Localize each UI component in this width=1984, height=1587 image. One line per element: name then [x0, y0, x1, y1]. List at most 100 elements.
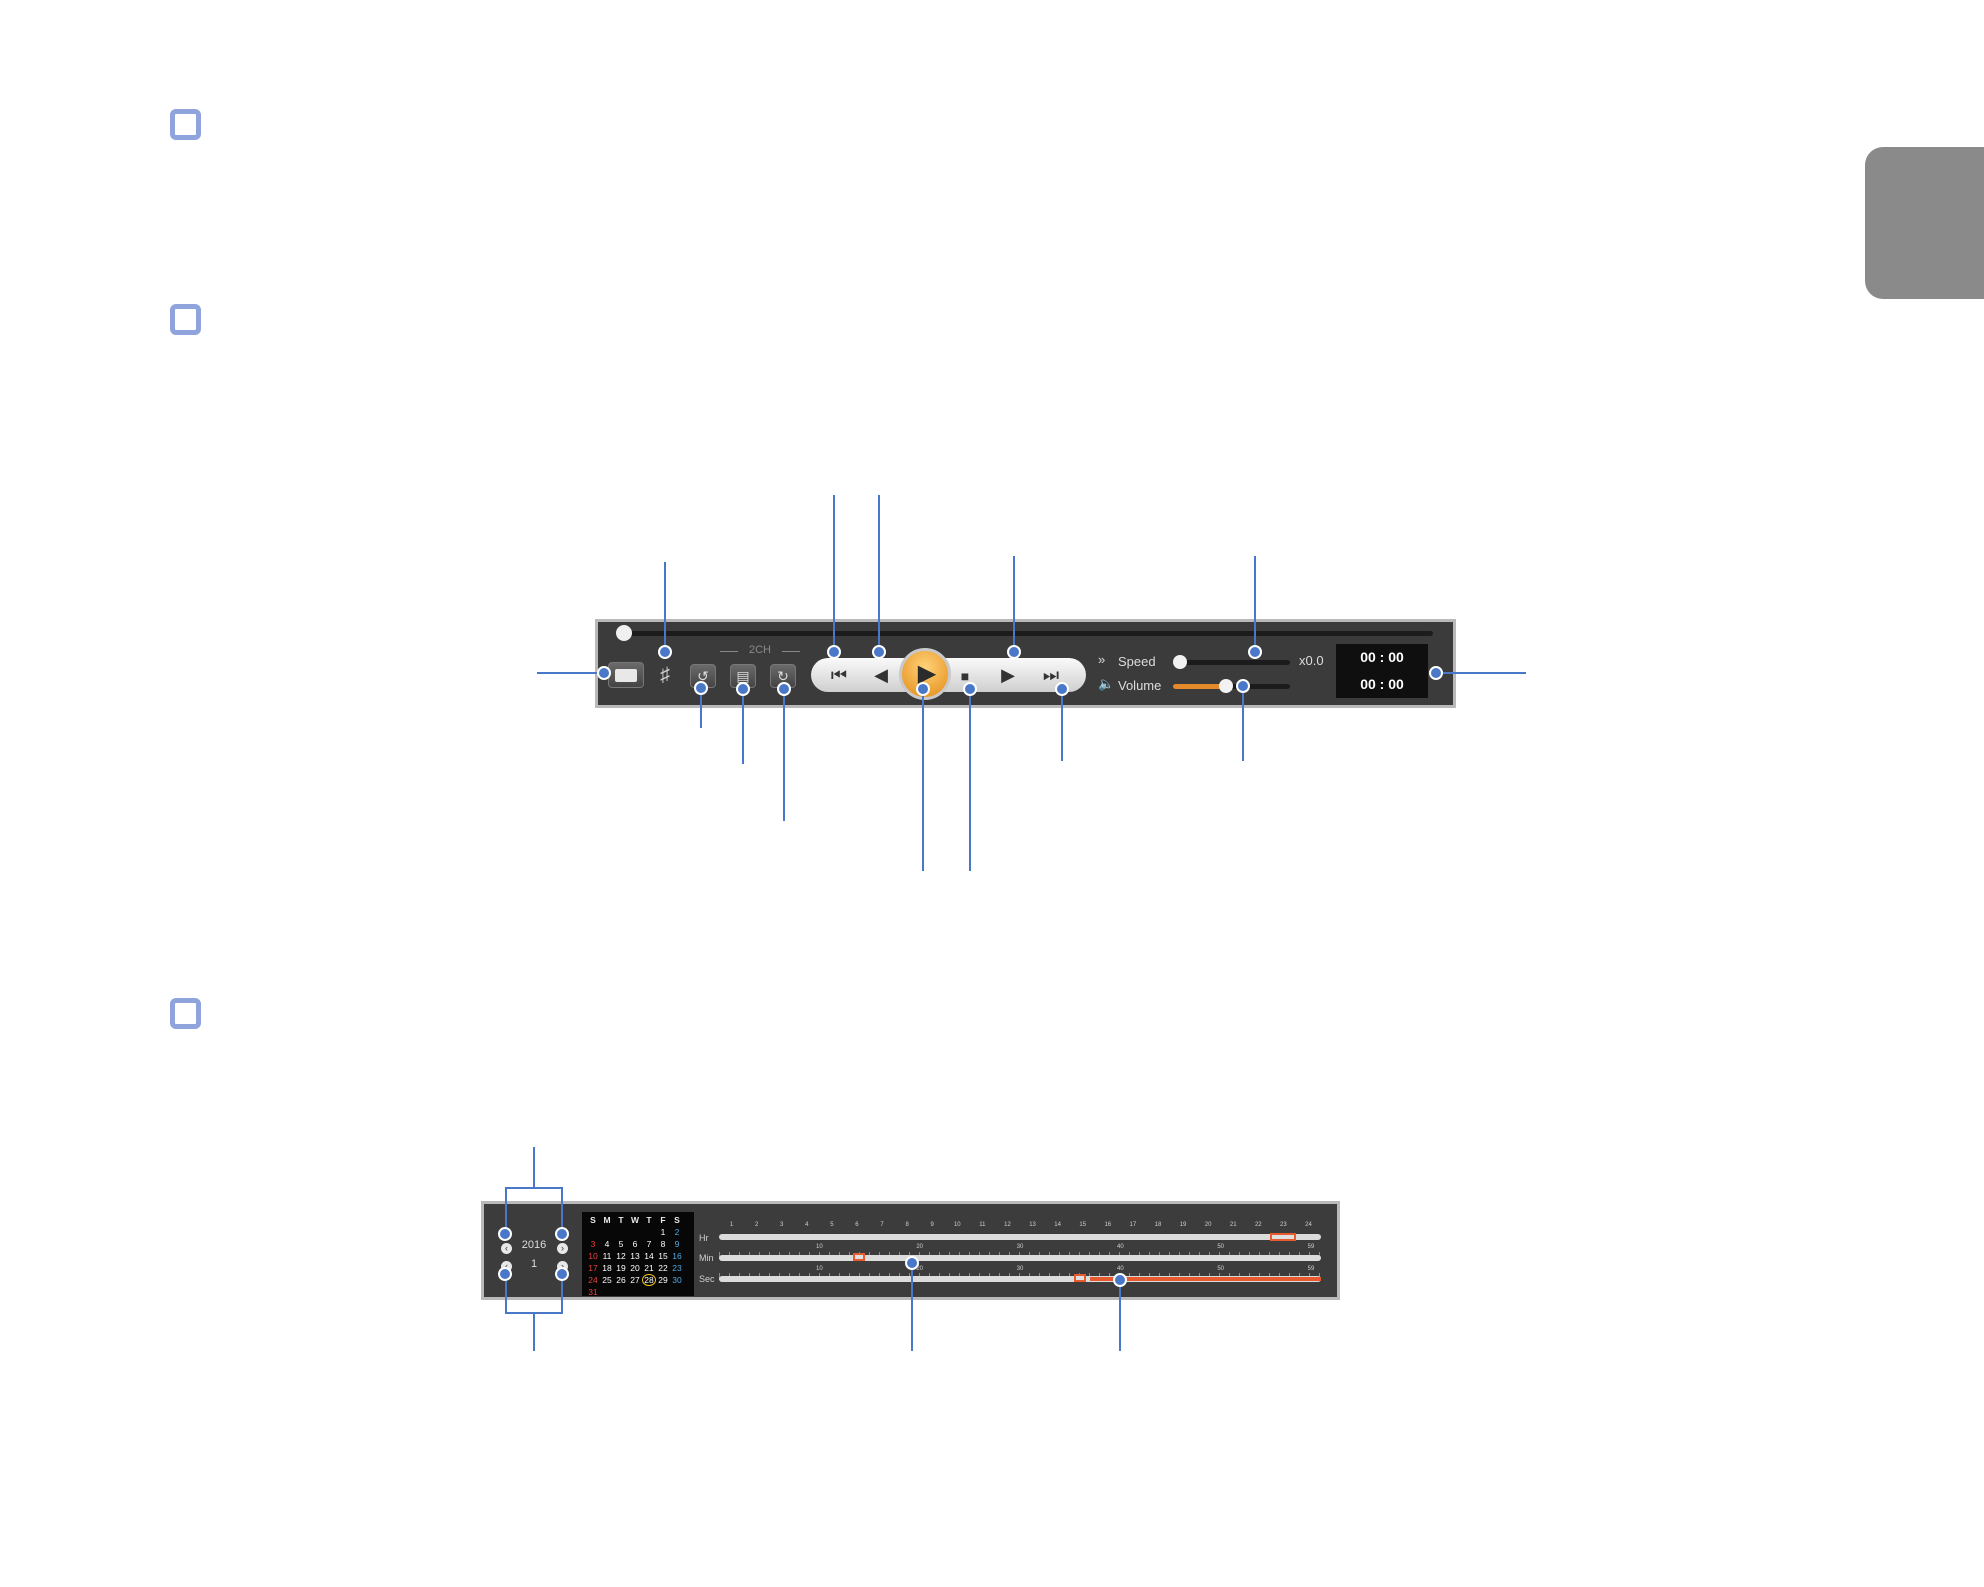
calendar-day[interactable]: 19 [616, 1263, 626, 1273]
minute-marker[interactable] [853, 1253, 866, 1261]
calendar-week: 1 2 [586, 1226, 684, 1238]
calendar-day[interactable]: 4 [604, 1239, 610, 1249]
calendar-day[interactable] [642, 1226, 656, 1238]
callout-second-timeline [1113, 1273, 1127, 1287]
second-timeline[interactable] [719, 1276, 1321, 1282]
open-file-button[interactable] [608, 662, 644, 688]
calendar-day[interactable]: 30 [672, 1275, 682, 1285]
tick-label: 30 [1016, 1266, 1024, 1272]
callout-prev-year [498, 1227, 512, 1241]
tick-label: 40 [1116, 1244, 1124, 1250]
callout-skip-to-end [1055, 682, 1069, 696]
calendar-day[interactable] [586, 1226, 600, 1238]
calendar-day[interactable]: 9 [674, 1239, 680, 1249]
step-forward-button[interactable]: ▶ [988, 658, 1028, 692]
callout-capture [658, 645, 672, 659]
calendar-day[interactable]: 17 [588, 1263, 598, 1273]
speed-slider-knob[interactable] [1173, 655, 1187, 669]
calendar-day[interactable]: 10 [588, 1251, 598, 1261]
calendar-day[interactable]: 25 [602, 1275, 612, 1285]
minute-timeline[interactable] [719, 1255, 1321, 1261]
skip-to-start-button[interactable]: ⏮ [819, 658, 859, 692]
seek-knob[interactable] [616, 625, 632, 641]
calendar-day[interactable] [642, 1286, 656, 1298]
calendar-day[interactable]: 16 [672, 1251, 682, 1261]
capture-button[interactable]: ♯ [650, 658, 680, 692]
second-marker[interactable] [1074, 1274, 1087, 1282]
calendar-day[interactable]: 15 [658, 1251, 668, 1261]
tick-label: 20 [1204, 1222, 1212, 1228]
minute-row-label: Min [699, 1253, 714, 1263]
calendar-day[interactable] [670, 1286, 684, 1298]
callout-speed [1248, 645, 1262, 659]
tick-label: 30 [1016, 1244, 1024, 1250]
tick-label: 2 [754, 1222, 759, 1228]
calendar-day[interactable]: 27 [630, 1275, 640, 1285]
volume-fill [1173, 684, 1226, 689]
calendar-day[interactable] [656, 1286, 670, 1298]
calendar-weekday: T [646, 1215, 652, 1225]
tick-label: 10 [815, 1244, 823, 1250]
calendar-day[interactable]: 26 [616, 1275, 626, 1285]
calendar-weekday: S [590, 1215, 596, 1225]
rotate-icon: ↺ [697, 668, 709, 684]
calendar-day-selected[interactable]: 28 [642, 1274, 656, 1286]
calendar-day[interactable]: 29 [658, 1275, 668, 1285]
fast-forward-icon: » [1098, 652, 1106, 667]
folder-icon [615, 669, 637, 682]
calendar-day[interactable] [628, 1286, 642, 1298]
calendar-day[interactable] [628, 1226, 642, 1238]
calendar-day[interactable] [600, 1286, 614, 1298]
skip-to-end-button[interactable]: ⏭ [1031, 658, 1071, 692]
seek-bar[interactable] [616, 625, 1433, 641]
prev-month-button[interactable]: ‹ [501, 1261, 512, 1272]
tick-label: 1 [729, 1222, 734, 1228]
tick-label: 12 [1004, 1222, 1011, 1228]
volume-slider[interactable] [1173, 679, 1290, 693]
tick-label: 10 [815, 1266, 823, 1272]
elapsed-time-display: 00 : 00 [1336, 644, 1428, 671]
calendar-day[interactable]: 8 [660, 1239, 666, 1249]
calendar-day[interactable]: 7 [646, 1239, 652, 1249]
calendar-day[interactable]: 14 [644, 1251, 654, 1261]
stop-button[interactable]: ■ [945, 658, 985, 692]
tick-label: 11 [979, 1222, 986, 1228]
calendar-day[interactable]: 18 [602, 1263, 612, 1273]
play-icon: ▶ [917, 660, 937, 687]
calendar-day[interactable]: 11 [602, 1251, 612, 1261]
hour-timeline[interactable] [719, 1234, 1321, 1240]
calendar-day[interactable]: 22 [658, 1263, 668, 1273]
calendar-day[interactable] [614, 1286, 628, 1298]
calendar-day[interactable]: 2 [674, 1227, 680, 1237]
hour-row-label: Hr [699, 1233, 709, 1243]
calendar-day[interactable] [614, 1226, 628, 1238]
tick-label: 13 [1029, 1222, 1036, 1228]
prev-year-button[interactable]: ‹ [501, 1243, 512, 1254]
step-back-button[interactable]: ◀ [861, 658, 901, 692]
tick-label: 20 [916, 1266, 923, 1272]
total-time-display: 00 : 00 [1336, 671, 1428, 698]
volume-slider-knob[interactable] [1219, 679, 1234, 693]
calendar-day[interactable]: 31 [588, 1287, 598, 1297]
calendar-day[interactable]: 5 [618, 1239, 624, 1249]
hour-marker[interactable] [1270, 1233, 1297, 1241]
next-month-button[interactable]: › [557, 1261, 568, 1272]
tick-label: 4 [805, 1222, 809, 1228]
calendar-day[interactable]: 23 [672, 1263, 682, 1273]
calendar-day[interactable]: 1 [660, 1227, 666, 1237]
speed-slider[interactable] [1173, 655, 1290, 669]
player-control-bar: ♯ 2CH ↺ ▤ ↻ ⏮ ◀ ■ ▶ ⏭ ▶ » Speed x0.0 🔈 V… [595, 619, 1456, 708]
tick-label: 20 [916, 1244, 923, 1250]
calendar-day[interactable]: 6 [632, 1239, 638, 1249]
next-year-button[interactable]: › [557, 1243, 568, 1254]
calendar-day[interactable] [600, 1226, 614, 1238]
calendar-day[interactable]: 12 [616, 1251, 626, 1261]
calendar-day[interactable]: 13 [630, 1251, 640, 1261]
calendar-day[interactable]: 20 [630, 1263, 640, 1273]
calendar-day[interactable]: 21 [644, 1263, 654, 1273]
calendar-weekday: W [630, 1215, 640, 1225]
calendar-day[interactable]: 3 [590, 1239, 596, 1249]
split-screen-icon: ▤ [736, 668, 750, 684]
tick-label: 10 [953, 1222, 961, 1228]
calendar-day[interactable]: 24 [588, 1275, 598, 1285]
